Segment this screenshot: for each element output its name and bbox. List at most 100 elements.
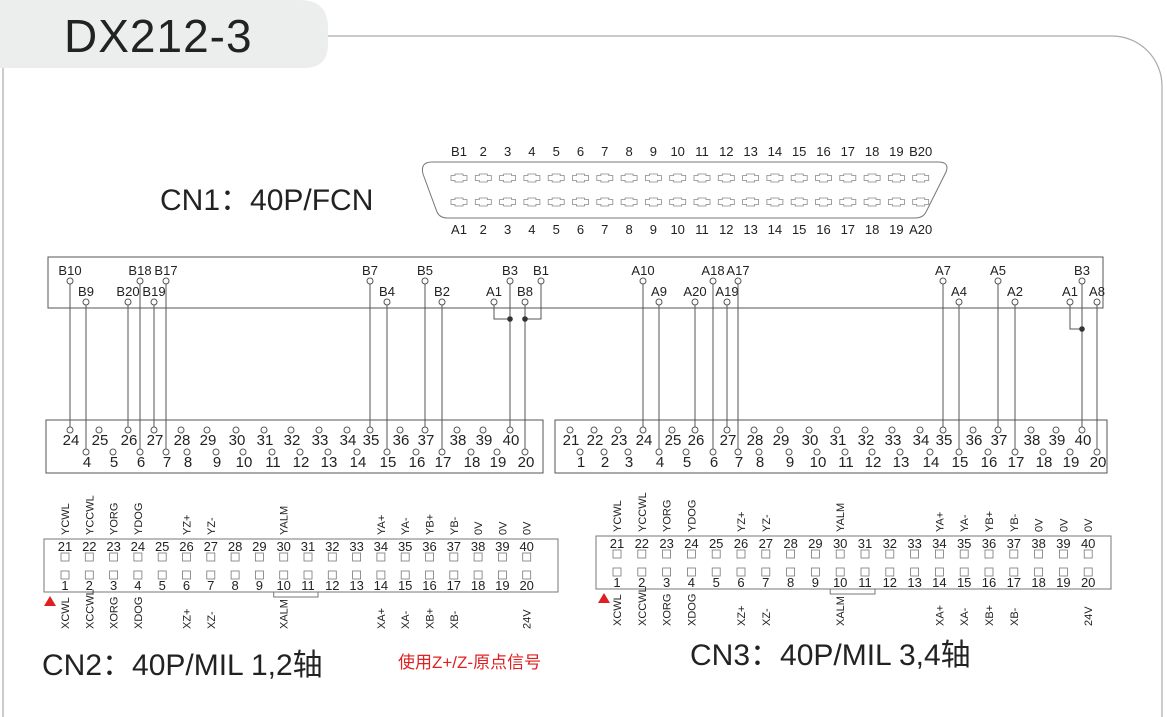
cn3-pin-square	[687, 567, 696, 577]
signal-circle	[490, 298, 498, 306]
terminal-circle	[183, 448, 191, 456]
cn2-pin-number: 13	[349, 578, 363, 593]
signal-label: A18	[701, 263, 724, 278]
cn1-top-pin-label: 8	[625, 144, 632, 159]
cn1-bottom-pin-label: 16	[816, 222, 830, 237]
cn3-signal-label: 24V	[1083, 606, 1095, 626]
terminal-number: 37	[991, 432, 1008, 449]
z-origin-note: 使用Z+/Z-原点信号	[398, 652, 541, 672]
terminal-circle	[296, 448, 304, 456]
cn3-pin-number: 33	[907, 536, 921, 551]
signal-circle	[639, 277, 647, 285]
cn3-pin-number: 11	[858, 575, 872, 590]
signal-circle	[734, 277, 742, 285]
cn2-pin-number: 17	[447, 578, 461, 593]
signal-circle	[150, 298, 158, 306]
cn1-pin-contact	[547, 173, 565, 183]
signal-label: B20	[116, 284, 139, 299]
signal-label: B19	[142, 284, 165, 299]
cn3-pin-square	[835, 549, 845, 559]
signal-circle	[939, 277, 947, 285]
cn3-pin-square	[959, 549, 969, 559]
cn3-pin-number: 22	[635, 536, 649, 551]
cn3-signal-label: YORG	[662, 500, 674, 532]
signal-circle	[994, 277, 1002, 285]
cn2-pin-number: 3	[110, 578, 117, 593]
terminal-circle	[412, 448, 420, 456]
cn2-pin-number: 28	[228, 539, 242, 554]
cn2-pin-number: 32	[325, 539, 339, 554]
cn3-pin-square	[860, 549, 870, 559]
cn2-pin-square	[376, 552, 386, 562]
cn1-pin-contact	[912, 173, 930, 183]
terminal-number: 34	[340, 432, 357, 449]
cn1-top-pin-label: 15	[792, 144, 806, 159]
cn2-pin-number: 4	[134, 578, 141, 593]
cn2-pin-square	[473, 552, 483, 562]
cn1-top-pin-label: B20	[909, 144, 932, 159]
cn3-pin-square	[885, 549, 895, 559]
terminal-circle	[888, 426, 896, 434]
terminal-circle	[600, 448, 608, 456]
terminal-number: 36	[966, 432, 983, 449]
cn2-pin-number: 35	[398, 539, 412, 554]
signal-circle	[438, 298, 446, 306]
cn2-pin-square	[206, 552, 216, 562]
cn1-pin-contact	[669, 197, 687, 207]
cn3-signal-label: XORG	[662, 594, 674, 626]
cn3-signal-label: YB+	[984, 511, 996, 532]
terminal-number: 30	[229, 432, 246, 449]
cn1-bottom-pin-label: 6	[577, 222, 584, 237]
terminal-number: 14	[923, 454, 940, 471]
cn3-signal-label: 0V	[1083, 518, 1095, 532]
signal-label: A5	[990, 263, 1006, 278]
cn2-pin-square	[84, 570, 94, 580]
terminal-number: 34	[913, 432, 930, 449]
terminal-circle	[984, 448, 992, 456]
cn1-bottom-pin-label: 9	[650, 222, 657, 237]
cn2-signal-label: 24V	[522, 609, 534, 629]
cn3-pin-number: 8	[787, 575, 794, 590]
terminal-circle	[776, 426, 784, 434]
signal-label: B5	[417, 263, 433, 278]
terminal-number: 29	[773, 432, 790, 449]
cn1-bottom-pin-label: 12	[719, 222, 733, 237]
cn1-top-pin-label: 5	[553, 144, 560, 159]
cn1-top-pin-label: B1	[451, 144, 467, 159]
terminal-number: 37	[418, 432, 435, 449]
signal-circle	[506, 277, 514, 285]
terminal-number: 10	[236, 454, 253, 471]
terminal-circle	[785, 448, 793, 456]
terminal-number: 33	[885, 432, 902, 449]
cn2-signal-label: YZ-	[206, 517, 218, 535]
cn1-pin-contact	[815, 197, 832, 207]
jumper-wire	[1069, 305, 1082, 330]
cn1-bottom-pin-label: 10	[670, 222, 684, 237]
cn2-signal-label: XCWL	[60, 597, 72, 629]
signal-circle	[521, 298, 529, 306]
terminal-number: 24	[63, 432, 80, 449]
cn3-pin-square	[1034, 567, 1043, 577]
signal-label: A1	[486, 284, 502, 299]
terminal-number: 35	[936, 432, 953, 449]
cn2-signal-label: XA-	[400, 610, 412, 629]
junction-dot	[507, 316, 513, 322]
terminal-circle	[343, 426, 351, 434]
terminal-circle	[1027, 426, 1035, 434]
terminal-number: 2	[601, 454, 609, 471]
cn2-pin-number: 11	[301, 578, 315, 593]
cn2-pin-square	[279, 570, 289, 580]
cn2-pin-number: 33	[349, 539, 363, 554]
terminal-circle	[576, 448, 584, 456]
signal-label: B10	[58, 263, 81, 278]
cn2-pin-square	[206, 570, 216, 580]
cn2-pin-number: 37	[447, 539, 461, 554]
cn2-pin-number: 9	[256, 578, 263, 593]
cn1-pin-contact	[523, 197, 541, 207]
terminal-number: 20	[1090, 454, 1107, 471]
cn2-pin-number: 40	[519, 539, 533, 554]
cn2-pin-number: 5	[159, 578, 166, 593]
terminal-number: 18	[1036, 454, 1053, 471]
cn3-pin-square	[1034, 549, 1043, 559]
terminal-number: 5	[683, 454, 691, 471]
